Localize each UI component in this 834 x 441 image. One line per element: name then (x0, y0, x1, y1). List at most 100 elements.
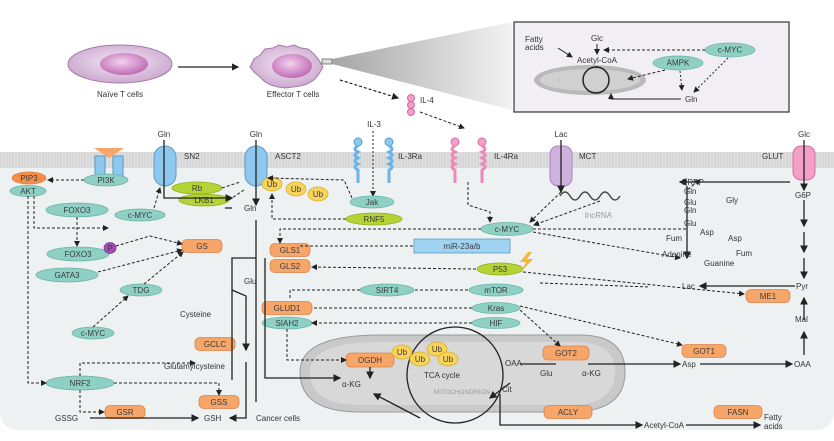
il3ra-receptor (353, 137, 394, 183)
p-label: P (107, 244, 112, 253)
pathway-arrow (539, 282, 651, 288)
prpp-label: PRPP (682, 178, 704, 187)
foxo3-b-label: FOXO3 (64, 250, 92, 259)
pyr-label: Pyr (796, 282, 808, 291)
gls2-node: GLS2 (269, 259, 311, 273)
glud1-label: GLUD1 (274, 304, 301, 313)
il3-label: IL-3 (367, 120, 381, 129)
jak-label: Jak (366, 198, 379, 207)
me1-label: ME1 (760, 292, 777, 301)
ub-node: Ub (426, 341, 448, 357)
ub-label: Ub (267, 180, 278, 189)
mir-label: miR-23a/b (444, 242, 481, 251)
lac-in-label: Lac (555, 130, 568, 139)
rnf5-label: RNF5 (364, 215, 385, 224)
pathway-arrow (231, 289, 250, 352)
gln-center-label: Gln (244, 204, 256, 213)
gclc-node: GCLC (194, 337, 236, 351)
hif-node: HIF (471, 317, 521, 329)
pathway-arrow (79, 390, 105, 415)
hif-label: HIF (490, 319, 503, 328)
tdg-node: TDG (119, 283, 163, 297)
pathway-arrow (286, 329, 347, 363)
gata3-node: GATA3 (35, 267, 99, 283)
ogdh-node: OGDH (345, 352, 395, 368)
effector-t-cell (249, 44, 333, 89)
oaa-right-label: OAA (794, 360, 812, 369)
pathway-arrow (277, 228, 481, 244)
pi3k-node: PI3K (83, 173, 129, 187)
gsr-label: GSR (116, 408, 134, 417)
kras-label: Kras (488, 304, 504, 313)
sirt4-label: SIRT4 (376, 286, 399, 295)
kras-node: Kras (471, 302, 521, 314)
p-gln2-label: Gln (684, 206, 696, 215)
mir-node: miR-23a/b (413, 238, 511, 254)
nrf2-node: NRF2 (45, 375, 115, 391)
fatty-2-label: acids (764, 422, 783, 431)
gls2-label: GLS2 (280, 262, 301, 271)
akg2-label: α-KG (582, 369, 601, 378)
got1-label: GOT1 (693, 347, 715, 356)
ub-label: Ub (291, 185, 302, 194)
ub-label: Ub (397, 348, 408, 357)
got1-node: GOT1 (681, 344, 727, 358)
p-node: P (103, 242, 117, 254)
ub-node: Ub (307, 186, 329, 202)
mitochondrion-label: MITOCHONDRION (434, 389, 491, 396)
pathway-arrow (488, 382, 511, 399)
gclc-label: GCLC (204, 340, 226, 349)
p-fum1-label: Fum (666, 234, 682, 243)
il4ra-label: IL-4Ra (494, 152, 519, 161)
pathway-arrow (269, 193, 346, 220)
inset-cmyc-label: c-MYC (718, 46, 743, 55)
gs-node: GS (181, 239, 223, 253)
guanine-label: Guanine (704, 259, 735, 268)
sn2-transporter (153, 145, 177, 187)
pathway-arrow (519, 305, 683, 347)
cmyc-center-label: c-MYC (495, 225, 520, 234)
cmyc-low-label: c-MYC (81, 329, 106, 338)
cit-label: Cit (502, 385, 513, 394)
inset-acetyl-coa: Acetyl-CoA (577, 56, 618, 65)
gsh-label: GSH (204, 414, 222, 423)
ub-node: Ub (391, 344, 413, 360)
il3ra-label: IL-3Ra (398, 152, 423, 161)
il4-cytokine (407, 94, 415, 116)
ub-node: Ub (285, 181, 307, 197)
glutamylcysteine-label: Glutamylcysteine (164, 362, 225, 371)
lkb1-label: LKB1 (194, 196, 214, 205)
glu-center-label: Glu (244, 277, 256, 286)
ub-label: Ub (313, 190, 324, 199)
pathway-arrow (114, 382, 222, 396)
oaa-mito-label: OAA (505, 359, 523, 368)
pathway-arrow (143, 251, 184, 285)
cmyc-center-node: c-MYC (480, 222, 534, 236)
glc-in-label: Glc (798, 130, 810, 139)
pathway-arrow (115, 235, 183, 247)
pathway-arrow (311, 264, 477, 271)
cell-membrane (0, 152, 834, 168)
p-fum2-label: Fum (736, 249, 752, 258)
fasn-label: FASN (728, 408, 749, 417)
gls1-node: GLS1 (269, 243, 311, 257)
pathway-arrow (499, 394, 644, 429)
p-asp1-label: Asp (700, 228, 714, 237)
adenine-label: Adenine (662, 250, 692, 259)
ogdh-label: OGDH (358, 356, 382, 365)
g6p-label: G6P (795, 191, 811, 200)
pathway-arrow (289, 289, 360, 300)
acly-node: ACLY (543, 405, 593, 419)
inset-ampk-node (652, 55, 704, 71)
me1-node: ME1 (745, 289, 791, 303)
inset-gln: Gln (685, 95, 697, 104)
siah2-label: SIAH2 (275, 319, 299, 328)
pathway-arrow (467, 182, 493, 223)
pi3k-label: PI3K (97, 176, 115, 185)
pip3-node: PIP3 (11, 171, 47, 185)
pathway-arrow (522, 271, 745, 297)
p-glu2-label: Glu (684, 219, 696, 228)
naive-t-cell (67, 44, 173, 84)
mtor-node: mTOR (468, 283, 524, 297)
asct2-label: ASCT2 (275, 152, 301, 161)
